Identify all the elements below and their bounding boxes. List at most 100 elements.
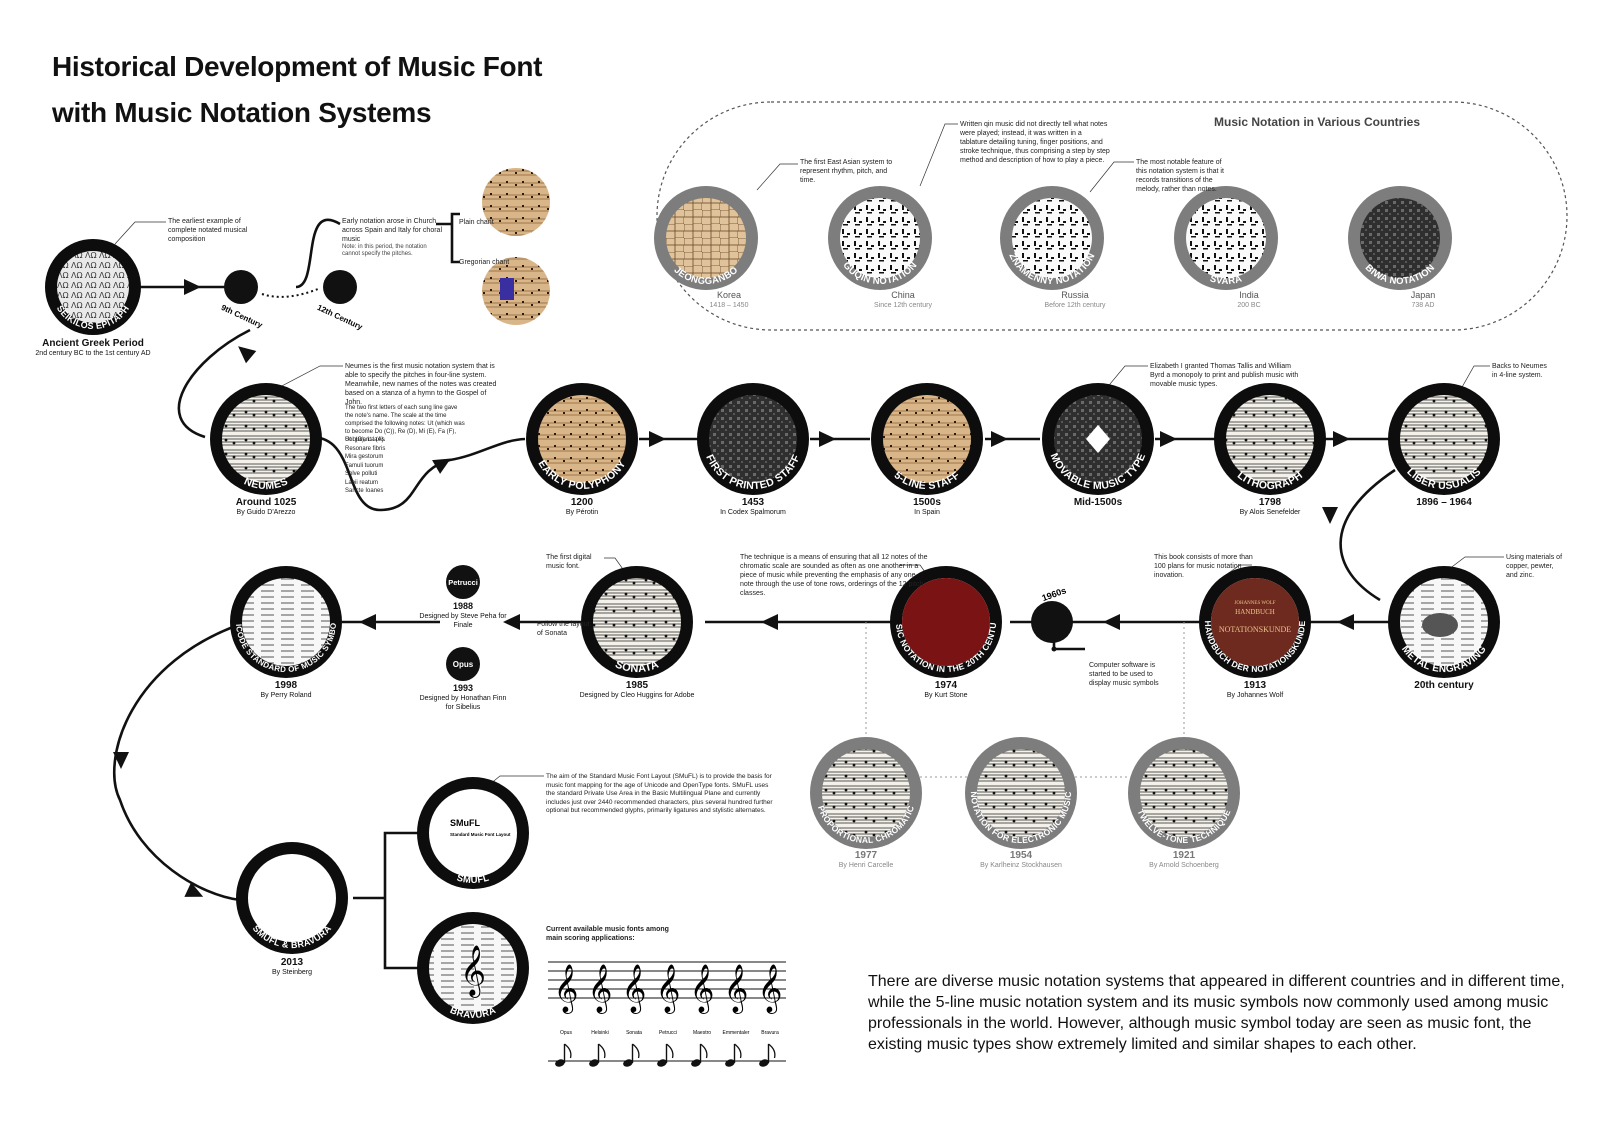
smufl-inner-title: SMuFL — [450, 818, 480, 828]
node-9th-century — [224, 270, 258, 304]
treble-clef-icon: 𝄞 — [460, 945, 486, 998]
note-neumes: Neumes is the first music notation syste… — [345, 363, 497, 406]
node-bravura — [417, 912, 529, 1024]
label-gregorian-chant: Gregorian chant — [459, 259, 510, 266]
clef-sample-icon: 𝄞 — [622, 963, 647, 1014]
node-label: NEUMES — [242, 475, 290, 492]
timeline-line — [112, 620, 248, 902]
clef-sample-icon: 𝄞 — [554, 963, 579, 1014]
note-liber: Backs to Neumes in 4-line system. — [1492, 363, 1547, 379]
twentieth-cover — [902, 578, 990, 666]
arrowhead — [503, 614, 520, 630]
note-seikilos: The earliest example of complete notated… — [168, 218, 248, 243]
arrowhead — [432, 458, 451, 474]
countries-heading: Music Notation in Various Countries — [1214, 115, 1421, 129]
hymn-line: Famuli tuorum — [345, 462, 384, 469]
note-head-icon — [725, 1059, 735, 1067]
arrowhead — [819, 431, 836, 447]
label-opus: Opus — [453, 660, 474, 669]
hymn-line: Resonare fibris — [345, 445, 386, 452]
font-samples — [548, 961, 786, 1067]
handbuch-cover — [1211, 578, 1299, 666]
arrowhead — [991, 431, 1008, 447]
arrowhead — [1160, 431, 1177, 447]
note-head-icon — [691, 1059, 701, 1067]
note-guqin: Written qin music did not directly tell … — [960, 121, 1110, 164]
node-neu — [210, 383, 322, 495]
hymn-list: Ut queant laxis Resonare fibris Mira ges… — [345, 436, 385, 496]
node-label: SMUFL — [455, 873, 490, 887]
note-head-icon — [555, 1059, 565, 1067]
node-country-1 — [828, 186, 932, 290]
arrowhead — [649, 431, 666, 447]
font-name-label: Opus — [560, 1030, 572, 1036]
arrowhead — [1322, 507, 1338, 524]
font-name-label: Helsinki — [591, 1030, 609, 1036]
clef-sample-icon: 𝄞 — [758, 963, 783, 1014]
note-metal: Using materials of copper, pewter, and z… — [1506, 554, 1563, 579]
caption-lib: 1896 – 1964 — [1416, 497, 1472, 508]
arrowhead — [359, 614, 376, 630]
timeline-line — [1339, 468, 1396, 602]
note-neumes-2: The two first letters of each sung line … — [345, 405, 465, 443]
hymn-line: Ut queant laxis — [345, 437, 385, 443]
font-name-label: Sonata — [626, 1030, 642, 1036]
node-opus — [446, 647, 480, 681]
timeline-line — [436, 212, 460, 264]
image-gregorian-chant — [482, 257, 550, 325]
node-seikilos — [45, 239, 141, 335]
image-plain-chant — [482, 168, 550, 236]
hymn-line: Solve polluti — [345, 471, 378, 477]
font-name-label: Maestro — [693, 1030, 711, 1036]
note-jeongganbo: The first East Asian system to represent… — [800, 159, 893, 184]
dotted-link — [261, 288, 319, 298]
note-leader — [919, 123, 958, 187]
note-sixties: Computer software is started to be used … — [1089, 662, 1159, 687]
node-country-3 — [1174, 186, 1278, 290]
note-smufl: The aim of the Standard Music Font Layou… — [546, 773, 773, 814]
node-lit — [1214, 383, 1326, 495]
node-smufl-bravura — [236, 842, 348, 954]
fonts-heading: Current available music fonts among main… — [546, 926, 669, 942]
node-prt — [697, 383, 809, 495]
note-head-icon — [657, 1059, 667, 1067]
arrowhead — [238, 346, 257, 364]
arrowhead — [184, 279, 201, 295]
timeline-line — [177, 328, 251, 439]
note-znamenny: The most notable feature of this notatio… — [1136, 159, 1224, 193]
node-twl — [1128, 737, 1240, 849]
timeline-line — [353, 831, 420, 970]
node-12th-century — [323, 270, 357, 304]
clef-sample-icon: 𝄞 — [656, 963, 681, 1014]
title-line-1: Historical Development of Music Font — [52, 51, 543, 82]
hymn-line: Sancte Ioanes — [345, 488, 384, 494]
handbuch-cover-text: JOHANNES WOLF — [1234, 601, 1275, 606]
page-title: Historical Development of Music Font wit… — [52, 44, 542, 136]
timeline-line — [294, 436, 526, 512]
note-leader — [756, 163, 798, 191]
note-early-notation-2: Note: in this period, the notation canno… — [342, 244, 427, 257]
label-12th-century: 12th Century — [316, 303, 365, 332]
note-head-icon — [623, 1059, 633, 1067]
handbuch-cover-text: HANDBUCH — [1235, 608, 1275, 616]
arrowhead — [1337, 614, 1354, 630]
label-plain-chant: Plain chant — [459, 219, 494, 226]
arrowhead — [1103, 614, 1120, 630]
note-head-icon — [759, 1059, 769, 1067]
clef-sample-icon: 𝄞 — [588, 963, 613, 1014]
caption-mov: Mid-1500s — [1073, 497, 1123, 508]
note-leader — [1089, 161, 1134, 193]
